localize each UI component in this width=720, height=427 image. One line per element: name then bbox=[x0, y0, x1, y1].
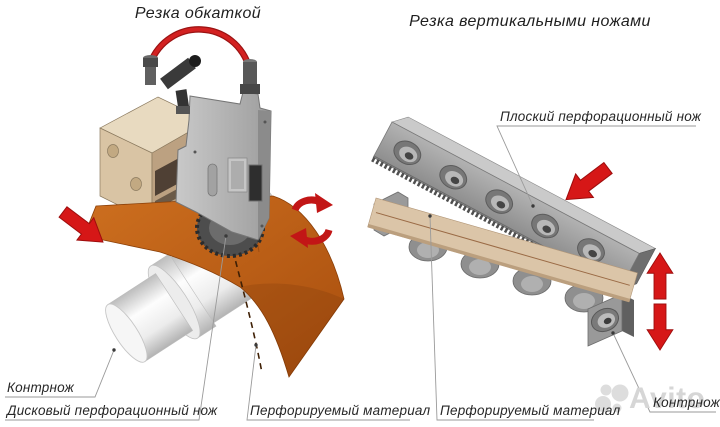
elbow-fitting bbox=[160, 55, 201, 114]
label-counter-knife-left: Контрнож bbox=[7, 380, 75, 395]
up-arrow-icon bbox=[646, 252, 674, 300]
watermark-logo-icon bbox=[595, 384, 629, 413]
flat-knife-holes bbox=[393, 140, 605, 263]
material-strip bbox=[367, 197, 638, 303]
label-material-left: Перфорируемый материал bbox=[250, 403, 431, 418]
label-flat-knife: Плоский перфорационный нож bbox=[500, 109, 702, 124]
pneumatic-tube bbox=[143, 26, 260, 114]
label-counter-knife-right: Контрнож bbox=[653, 395, 720, 410]
strip-perforation-line bbox=[375, 212, 630, 286]
perforation-dashed-line bbox=[232, 250, 263, 374]
leader-dots bbox=[112, 204, 615, 352]
knife-holder-body bbox=[175, 91, 272, 241]
label-disc-knife: Дисковый перфорационный нож bbox=[7, 403, 218, 418]
down-arrow-icon bbox=[646, 303, 674, 351]
right-diagram-title: Резка вертикальными ножами bbox=[409, 13, 651, 30]
watermark-text: Avito bbox=[629, 382, 706, 415]
label-material-right: Перфорируемый материал bbox=[440, 403, 621, 418]
rotation-arrow-icon bbox=[290, 193, 333, 248]
leader-lines bbox=[5, 125, 716, 421]
left-diagram-title: Резка обкаткой bbox=[134, 5, 262, 22]
